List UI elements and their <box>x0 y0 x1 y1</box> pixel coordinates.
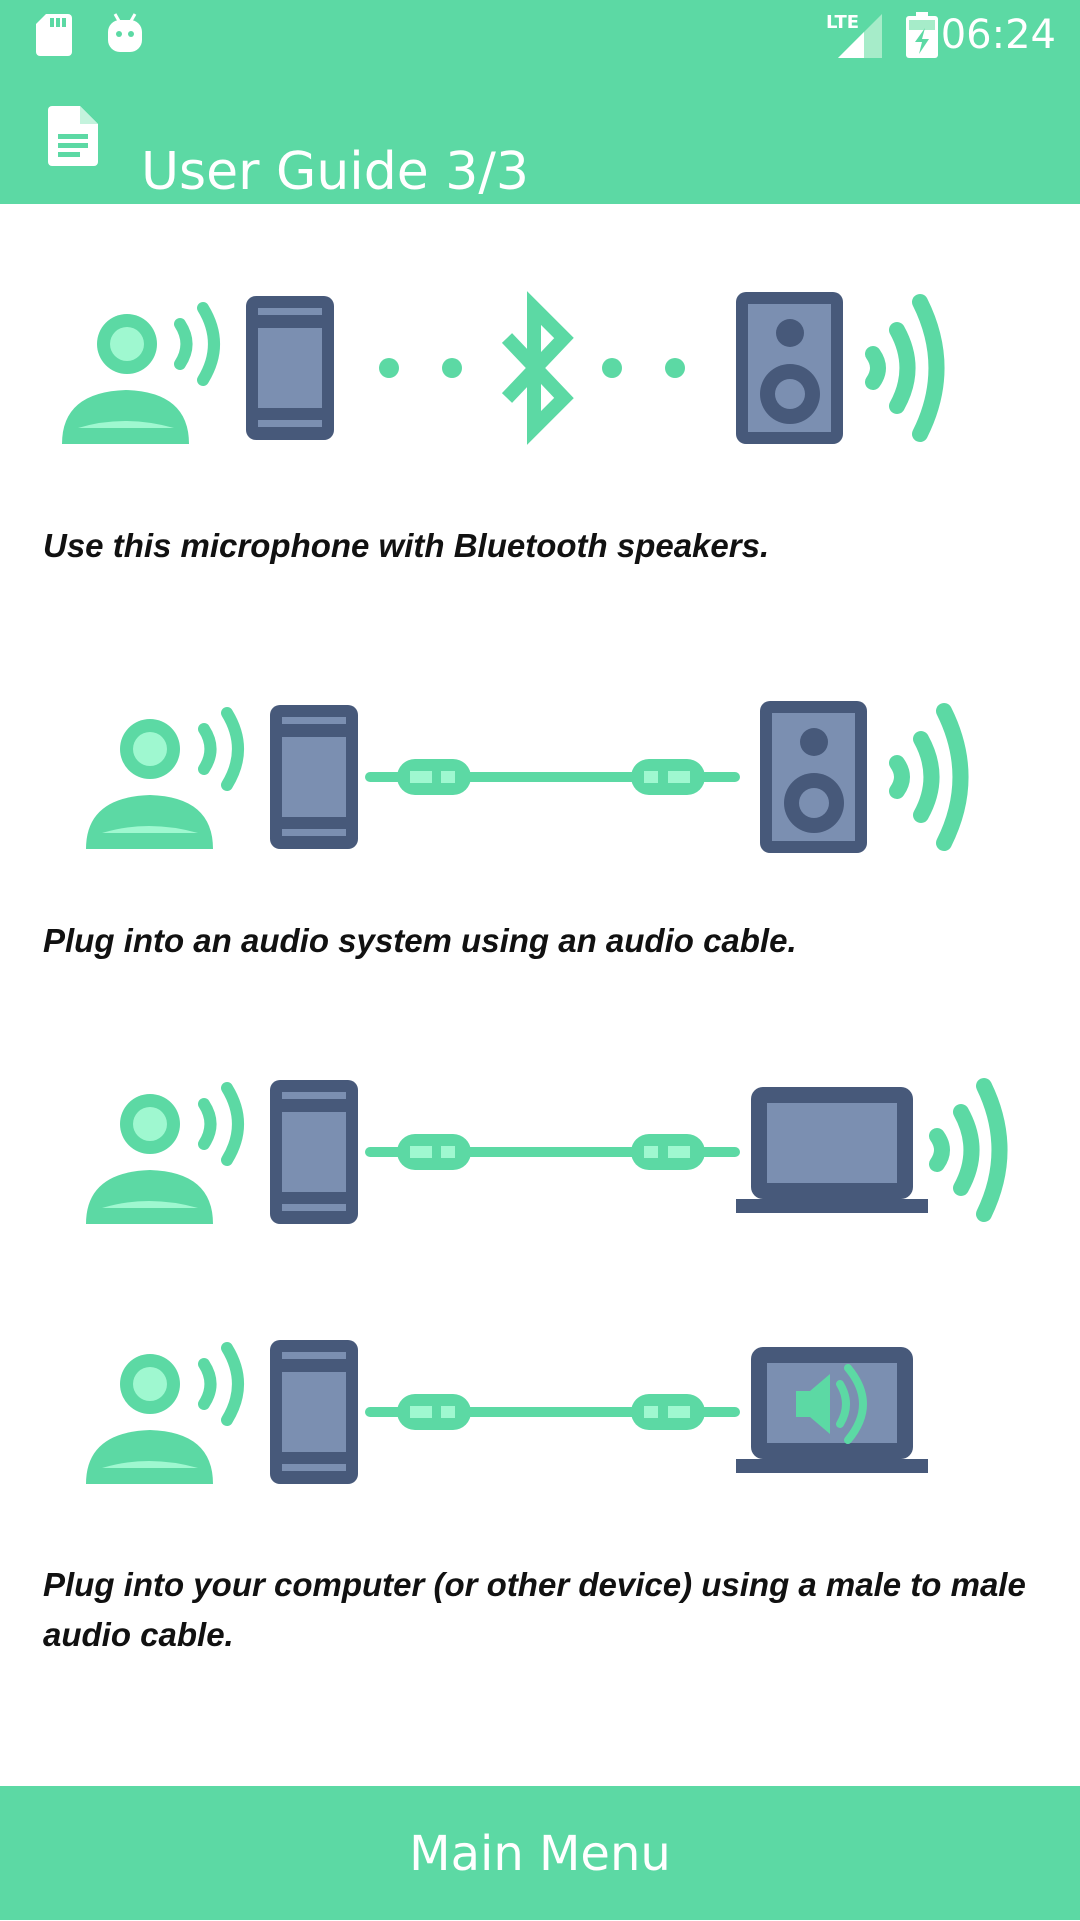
audio-cable-icon <box>365 759 740 795</box>
person-speaking-icon <box>86 1342 244 1484</box>
page-title: User Guide 3/3 <box>141 141 529 202</box>
phone-icon <box>270 1340 358 1484</box>
guide-caption: Use this microphone with Bluetooth speak… <box>43 527 770 564</box>
status-bar: LTE 06:24 <box>0 0 1080 70</box>
app-bar: User Guide 3/3 <box>0 70 1080 204</box>
connection-dots <box>379 358 685 378</box>
speaker-icon <box>736 292 843 444</box>
volume-icon <box>796 1364 867 1444</box>
lte-signal-icon: LTE <box>826 12 882 58</box>
phone-icon <box>270 1080 358 1224</box>
phone-icon <box>246 296 334 440</box>
laptop-speaker-illustration <box>86 1340 928 1484</box>
laptop-icon <box>736 1347 928 1473</box>
bluetooth-speaker-illustration <box>62 291 945 445</box>
audio-cable-icon <box>365 1394 740 1430</box>
sound-waves-icon <box>929 1078 1008 1222</box>
android-debug-icon <box>108 13 142 52</box>
audio-system-illustration <box>86 701 969 853</box>
sound-waves-icon <box>865 294 945 442</box>
phone-icon <box>270 705 358 849</box>
audio-cable-icon <box>365 1134 740 1170</box>
laptop-audio-illustration <box>86 1078 1008 1224</box>
guide-caption: Plug into your computer (or other device… <box>43 1566 1026 1653</box>
sound-waves-icon <box>889 703 969 851</box>
laptop-icon <box>736 1087 928 1213</box>
main-menu-button[interactable]: Main Menu <box>0 1786 1080 1920</box>
person-speaking-icon <box>86 707 244 849</box>
battery-charging-icon <box>906 12 938 58</box>
person-speaking-icon <box>86 1082 244 1224</box>
sd-card-icon <box>36 14 72 56</box>
guide-caption: Plug into an audio system using an audio… <box>43 922 797 959</box>
speaker-icon <box>760 701 867 853</box>
bluetooth-icon <box>501 291 574 445</box>
network-type-label: LTE <box>826 12 860 33</box>
status-time: 06:24 <box>940 12 1056 58</box>
document-icon <box>48 106 98 166</box>
guide-content: Use this microphone with Bluetooth speak… <box>0 204 1080 1786</box>
person-speaking-icon <box>62 302 220 444</box>
